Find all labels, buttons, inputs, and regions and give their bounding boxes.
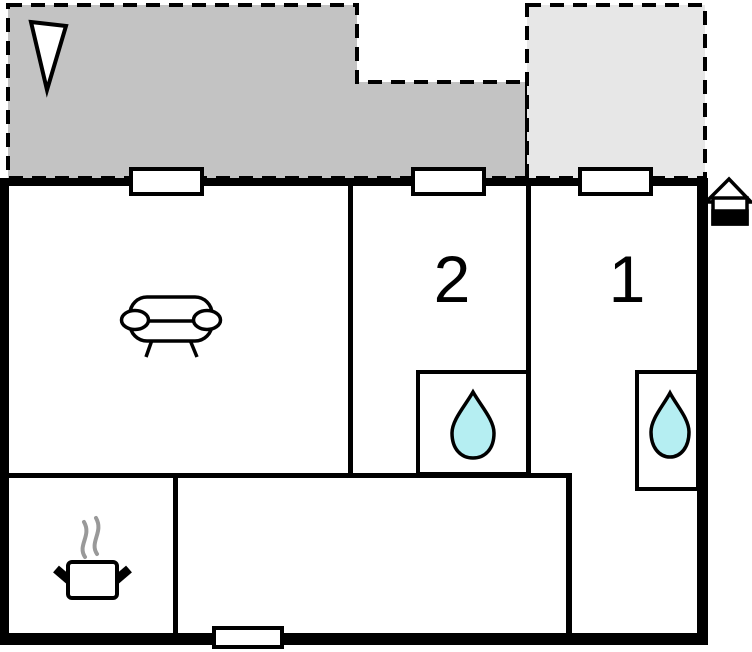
wall-top — [0, 178, 708, 186]
house-body-lower — [711, 209, 749, 226]
north-arrow-icon — [28, 19, 69, 98]
room1-label: 1 — [609, 242, 646, 316]
sofa-leg-right — [188, 339, 199, 358]
water-drop-room1-icon — [649, 389, 691, 459]
wall-right — [697, 178, 708, 645]
window-room1 — [578, 167, 653, 196]
water-drop-room2-icon — [450, 388, 496, 460]
steam-line-left — [80, 520, 89, 559]
window-bottom — [212, 626, 284, 649]
wall-hall-right — [566, 473, 572, 635]
wall-horizontal-mid — [9, 473, 571, 478]
exterior-walls — [0, 178, 708, 645]
wall-living-room2 — [348, 184, 353, 475]
terrace-light-area — [525, 3, 707, 180]
wall-left — [0, 178, 9, 645]
window-room2 — [411, 167, 486, 196]
steam-line-right — [92, 516, 101, 556]
house-entrance-icon — [701, 176, 752, 226]
wall-room2-room1 — [526, 184, 531, 475]
pot-body — [66, 560, 119, 600]
terrace-dark-area — [6, 3, 529, 180]
sofa-armrest-right — [191, 308, 223, 332]
wall-kitchen-right — [173, 477, 178, 635]
interior-walls — [9, 184, 572, 635]
sofa-leg-left — [144, 339, 154, 358]
window-living — [129, 167, 204, 196]
room2-label: 2 — [434, 242, 471, 316]
sofa-icon — [119, 295, 223, 358]
cooking-pot-icon — [53, 516, 132, 600]
windows — [129, 167, 653, 649]
sofa-armrest-left — [119, 308, 151, 332]
wall-bottom — [0, 633, 708, 645]
